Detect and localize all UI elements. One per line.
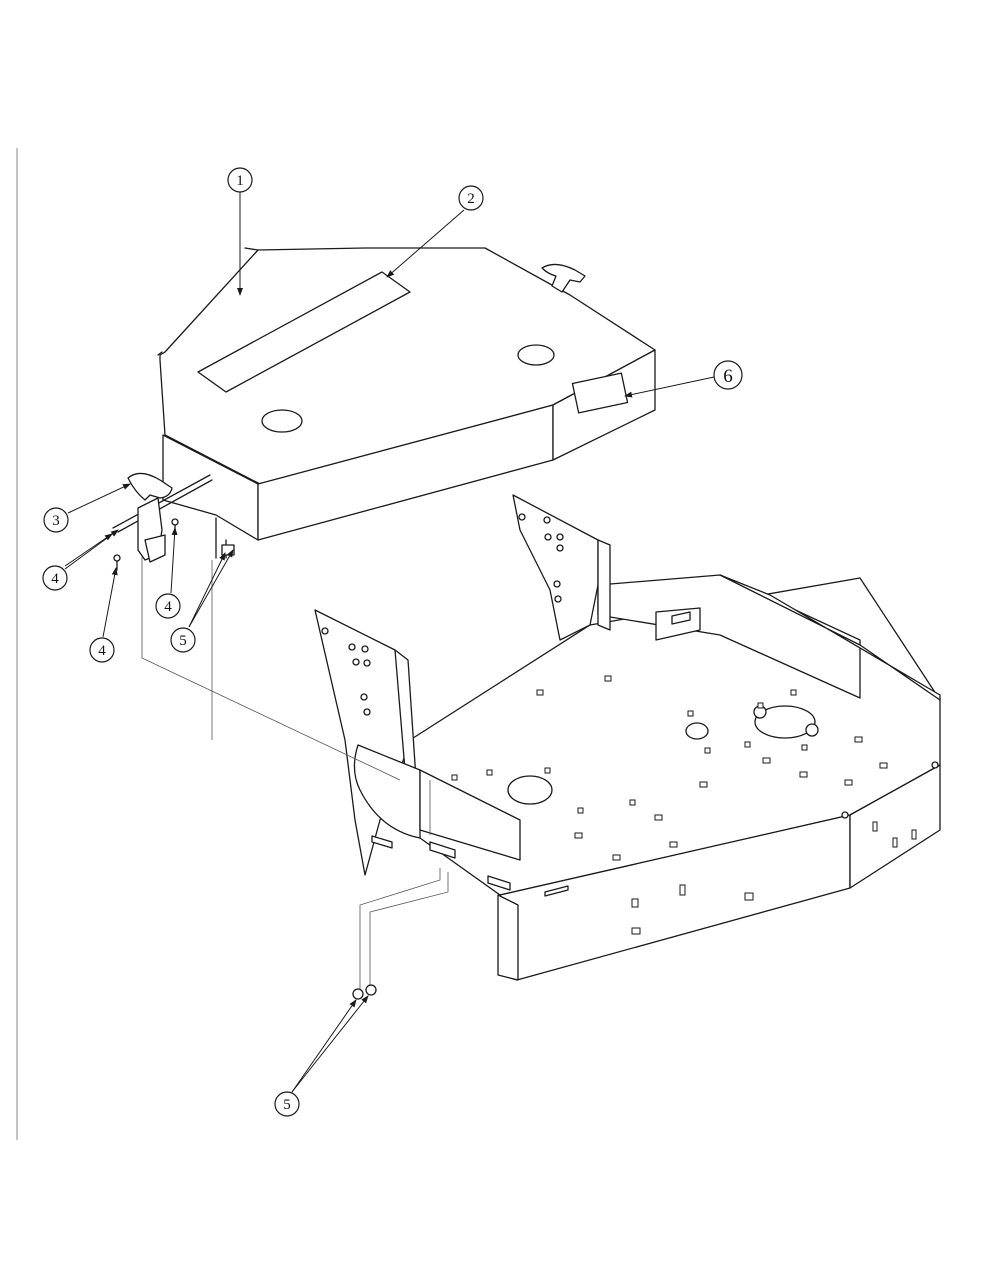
decal-6-panel bbox=[571, 372, 629, 414]
callout-5a-label: 5 bbox=[179, 633, 187, 649]
mower-deck bbox=[314, 494, 941, 981]
decal-2-panel bbox=[197, 271, 411, 393]
deck-nuts bbox=[352, 984, 377, 1000]
callout-2-label: 2 bbox=[467, 191, 475, 207]
assembly-lines bbox=[141, 557, 449, 990]
latch-assembly bbox=[112, 472, 235, 571]
callout-1-label: 1 bbox=[236, 173, 244, 189]
callout-6-label: 6 bbox=[723, 366, 733, 387]
callouts: 1 2 3 4 4 4 5 5 6 bbox=[42, 167, 743, 1117]
deck-bolt-holes bbox=[321, 513, 917, 935]
callout-5b-label: 5 bbox=[283, 1097, 291, 1113]
callout-4c-label: 4 bbox=[98, 643, 106, 659]
callout-3-label: 3 bbox=[52, 513, 60, 529]
belt-cover bbox=[157, 247, 656, 541]
callout-4b-label: 4 bbox=[164, 599, 172, 615]
callout-4a-label: 4 bbox=[51, 571, 59, 587]
